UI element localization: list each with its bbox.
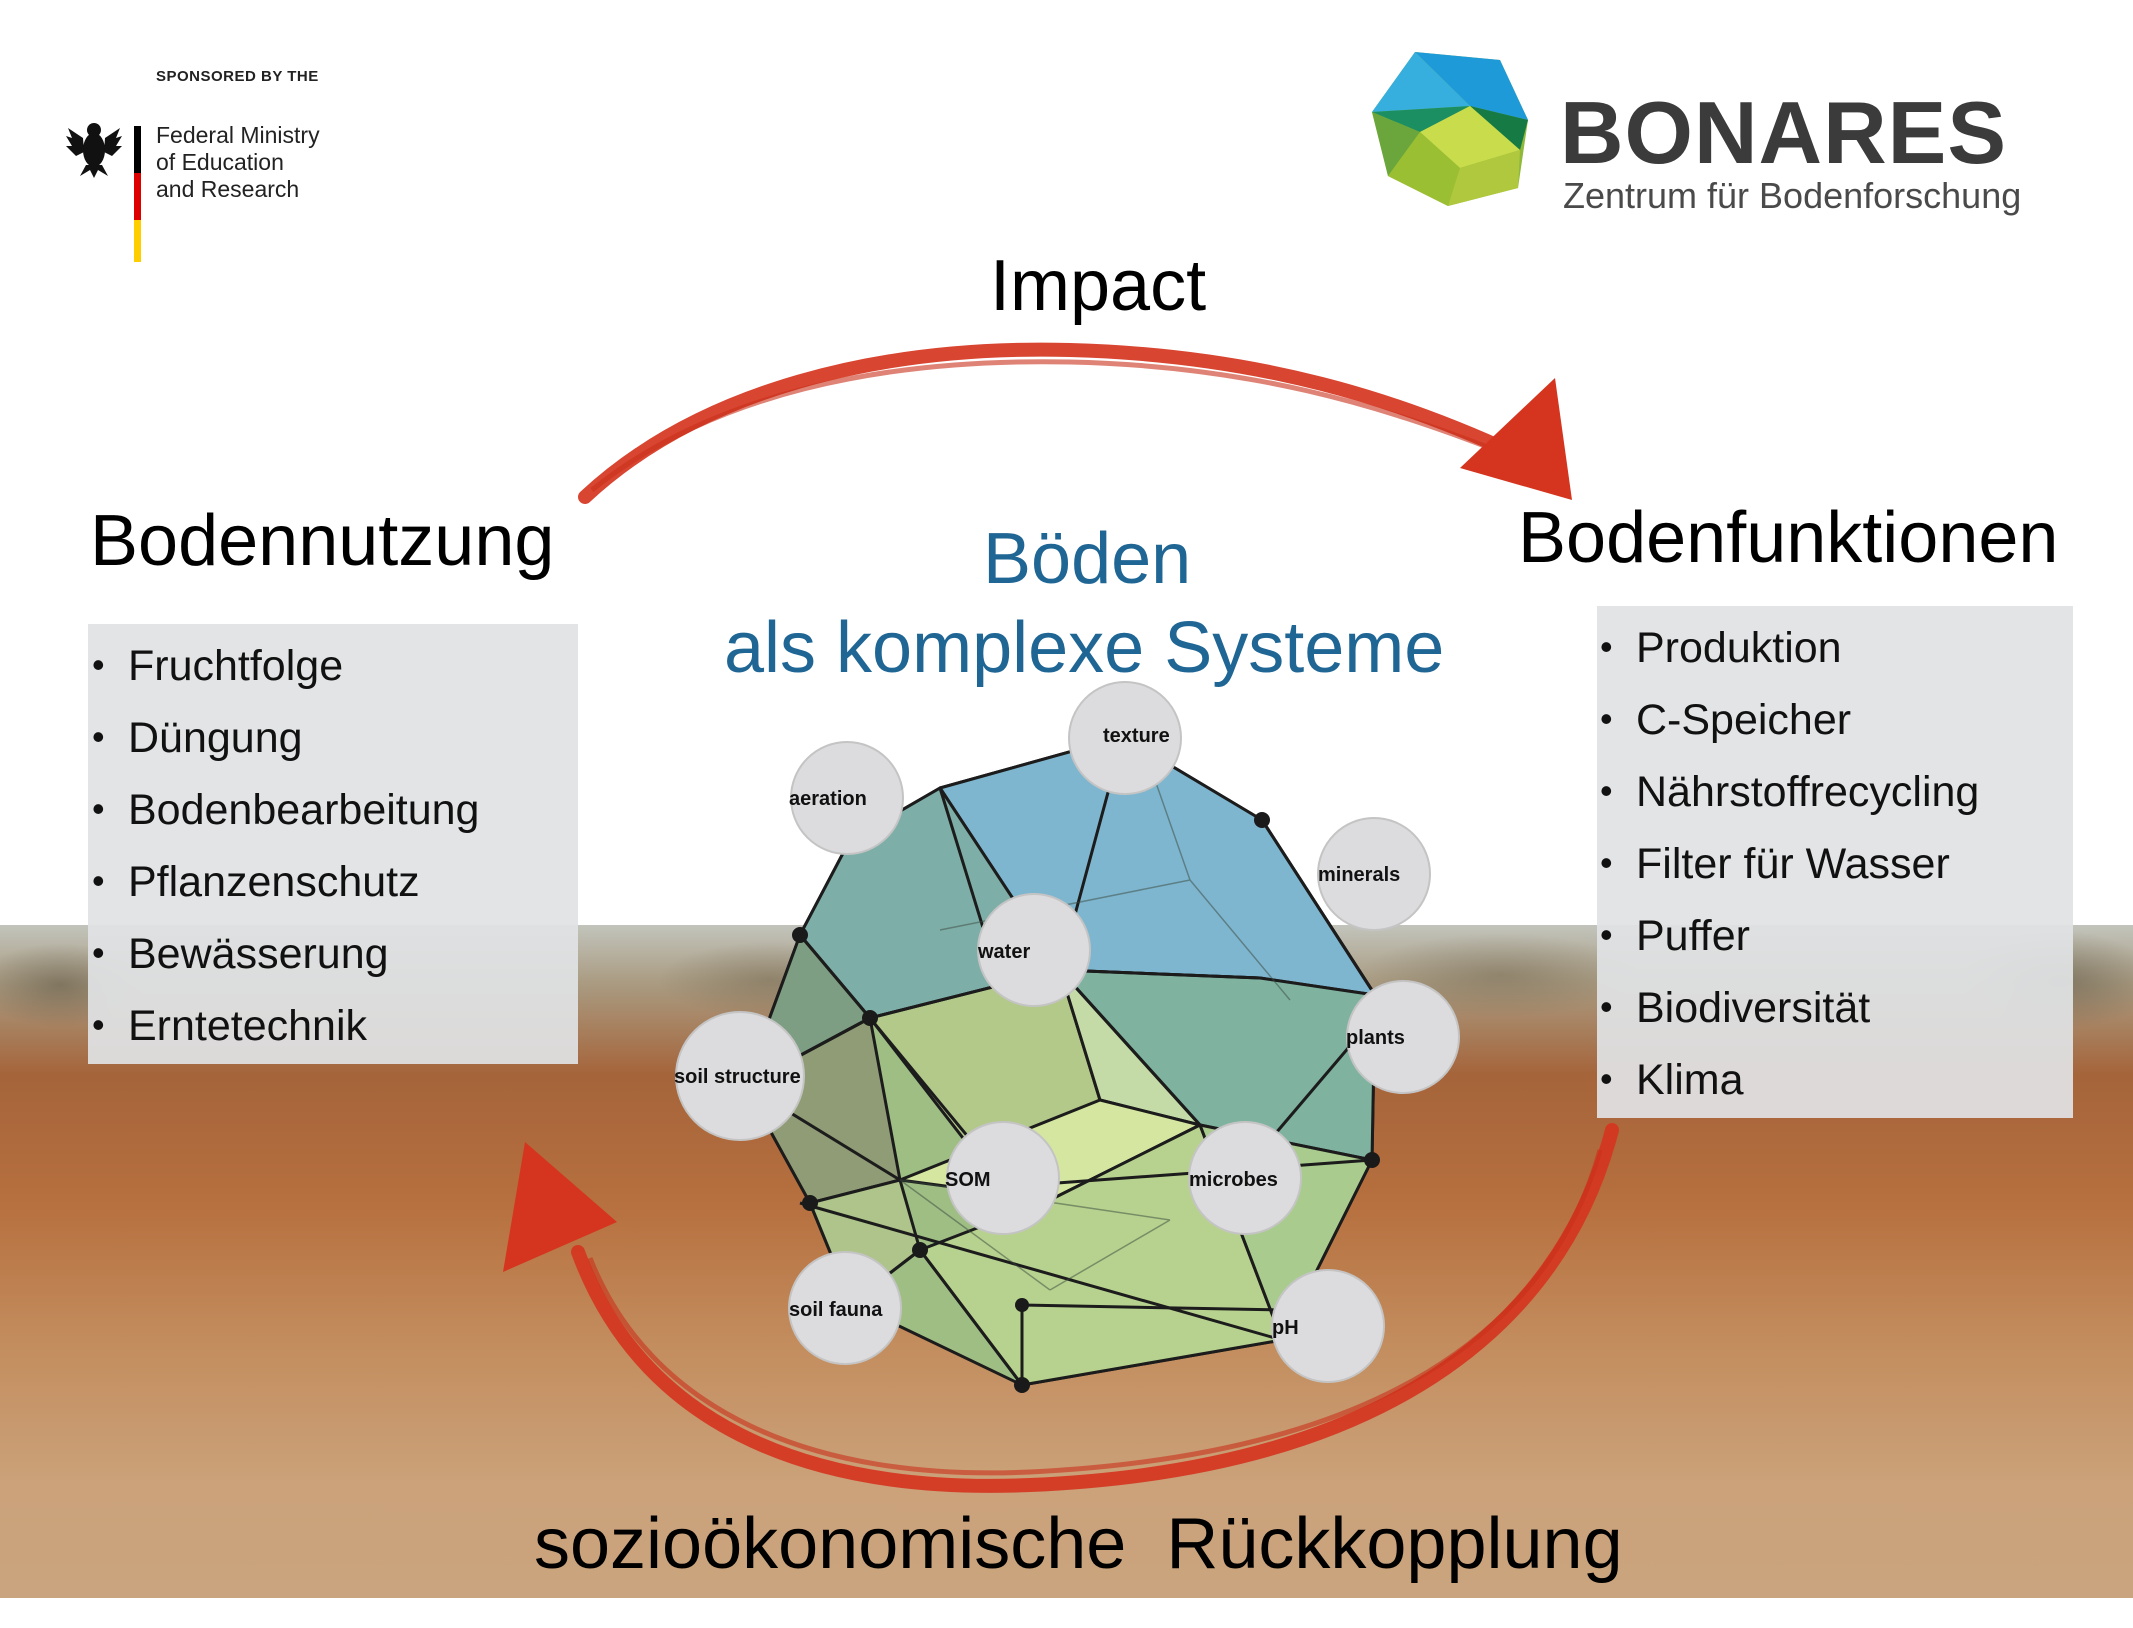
list-item: Erntetechnik	[92, 990, 479, 1062]
impact-label: Impact	[990, 246, 1207, 326]
flag-stripe-black	[134, 126, 141, 173]
node-aeration: aeration	[789, 741, 904, 855]
bottom-band	[0, 1598, 2133, 1628]
bonares-subtitle: Zentrum für Bodenforschung	[1563, 175, 2022, 216]
ministry-name: Federal Ministry of Education and Resear…	[156, 122, 320, 202]
node-texture: texture	[1068, 681, 1182, 795]
list-item: Klima	[1600, 1044, 1979, 1116]
eagle-icon	[66, 123, 122, 178]
land-use-heading: Bodennutzung	[90, 501, 555, 581]
node-soil-fauna: soil fauna	[788, 1251, 902, 1365]
center-title-line1: Böden	[983, 519, 1192, 599]
soil-functions-list: Produktion C-Speicher Nährstoffrecycling…	[1600, 612, 1979, 1116]
node-label-minerals: minerals	[1318, 864, 1400, 886]
list-item: Nährstoffrecycling	[1600, 756, 1979, 828]
flag-stripe-gold	[134, 220, 141, 262]
impact-arrow-icon	[578, 342, 1572, 504]
bonares-title: BONARES	[1560, 83, 2008, 182]
node-microbes: microbes	[1188, 1121, 1302, 1235]
list-item: Fruchtfolge	[92, 630, 479, 702]
node-plants: plants	[1346, 980, 1460, 1094]
list-item: Bodenbearbeitung	[92, 774, 479, 846]
node-label-plants: plants	[1346, 1027, 1405, 1049]
node-label-soil-structure: soil structure	[674, 1066, 801, 1088]
node-water: water	[977, 893, 1091, 1007]
list-item: Düngung	[92, 702, 479, 774]
list-item: Pflanzenschutz	[92, 846, 479, 918]
feedback-arrow-icon	[503, 1123, 1619, 1493]
feedback-label: sozioökonomische Rückkopplung	[534, 1504, 1623, 1584]
list-item: Puffer	[1600, 900, 1979, 972]
center-title-line2: als komplexe Systeme	[724, 608, 1445, 688]
node-label-water: water	[977, 941, 1030, 963]
list-item: Produktion	[1600, 612, 1979, 684]
node-minerals: minerals	[1317, 817, 1431, 931]
node-label-soil-fauna: soil fauna	[789, 1299, 883, 1321]
list-item: Filter für Wasser	[1600, 828, 1979, 900]
sponsor-label: SPONSORED BY THE	[156, 68, 319, 85]
node-ph: pH	[1271, 1269, 1385, 1383]
list-item: C-Speicher	[1600, 684, 1979, 756]
list-item: Biodiversität	[1600, 972, 1979, 1044]
flag-stripe-red	[134, 173, 141, 220]
node-label-som: SOM	[945, 1169, 991, 1191]
node-label-texture: texture	[1103, 725, 1170, 747]
soil-functions-heading: Bodenfunktionen	[1518, 498, 2059, 578]
node-label-microbes: microbes	[1189, 1169, 1278, 1191]
bonares-logo-icon	[1372, 52, 1528, 206]
land-use-list: Fruchtfolge Düngung Bodenbearbeitung Pfl…	[92, 630, 479, 1062]
node-som: SOM	[945, 1121, 1060, 1235]
node-label-aeration: aeration	[789, 788, 867, 810]
list-item: Bewässerung	[92, 918, 479, 990]
node-label-ph: pH	[1272, 1317, 1299, 1339]
node-soil-structure: soil structure	[674, 1011, 805, 1141]
